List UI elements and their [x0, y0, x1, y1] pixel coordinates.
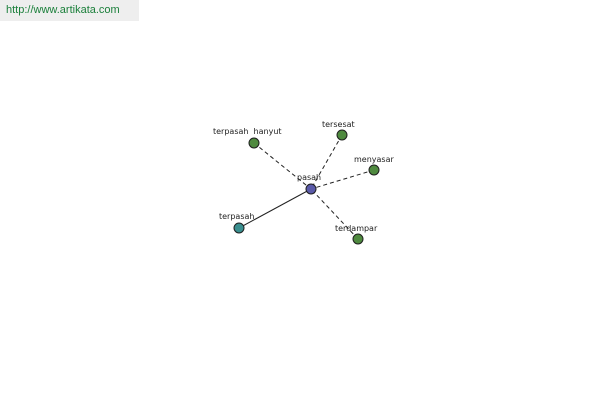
node-circle-terdampar[interactable]: [352, 233, 364, 245]
node-label-terdampar[interactable]: terdampar: [335, 224, 378, 233]
source-url-link[interactable]: http://www.artikata.com: [0, 0, 139, 21]
node-menyasar[interactable]: menyasar: [354, 155, 394, 176]
edge-terpasah: [238, 188, 312, 229]
node-label-terpasah[interactable]: terpasah: [219, 212, 254, 221]
node-label-menyasar[interactable]: menyasar: [354, 155, 394, 164]
node-tersesat[interactable]: tersesat: [322, 120, 355, 141]
node-terdampar[interactable]: terdampar: [335, 224, 378, 245]
node-circle-terpasah-hanyut[interactable]: [248, 137, 260, 149]
node-terpasah[interactable]: terpasah: [219, 212, 254, 234]
node-label-tersesat[interactable]: tersesat: [322, 120, 355, 129]
edge-terdampar: [310, 188, 359, 240]
node-terpasah-hanyut[interactable]: terpasah hanyut: [213, 127, 282, 149]
node-circle-pasah[interactable]: [305, 183, 317, 195]
edge-terpasah-hanyut: [253, 142, 312, 190]
node-center-pasah[interactable]: pasah: [297, 173, 321, 195]
node-circle-terpasah[interactable]: [233, 222, 245, 234]
edge-tersesat: [310, 134, 343, 190]
node-label-terpasah-hanyut[interactable]: terpasah hanyut: [213, 127, 282, 136]
edge-menyasar: [310, 169, 375, 190]
node-circle-tersesat[interactable]: [336, 129, 348, 141]
node-circle-menyasar[interactable]: [368, 164, 380, 176]
node-label-pasah[interactable]: pasah: [297, 173, 321, 182]
